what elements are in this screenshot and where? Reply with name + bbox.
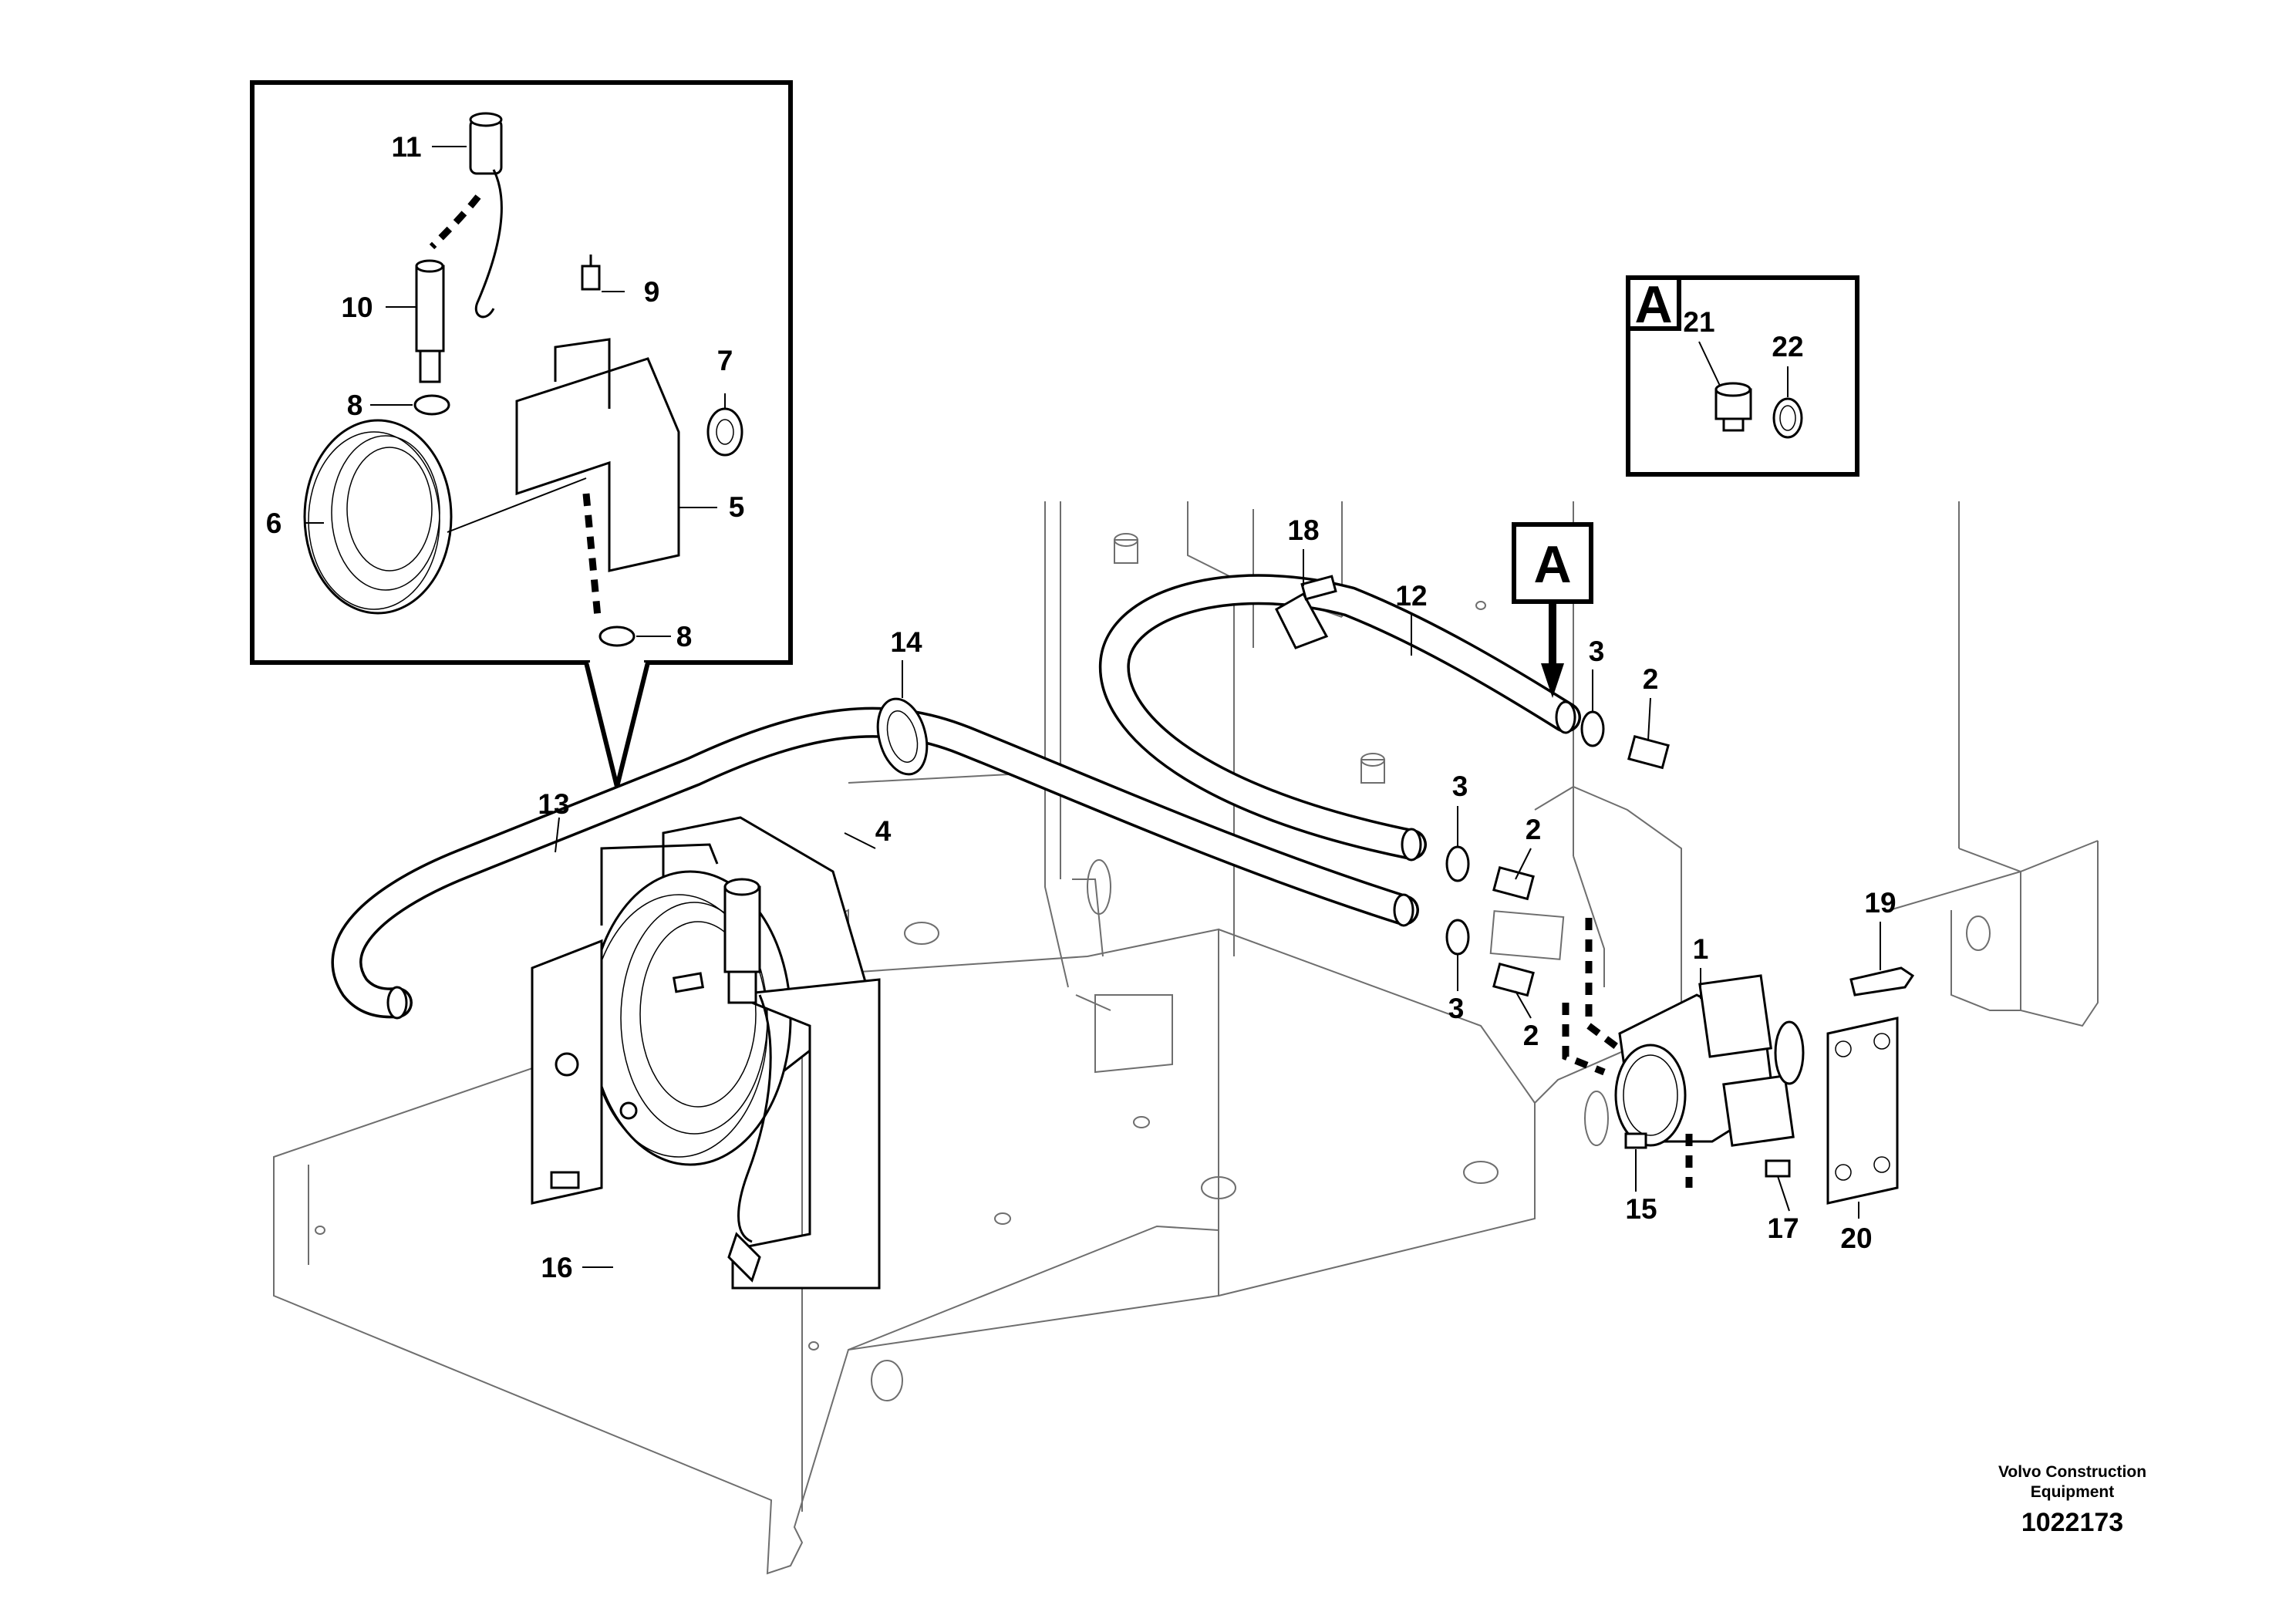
callout-20: 20 [1840,1222,1872,1254]
callout-11: 11 [391,131,421,163]
inset-detail-box [250,80,793,787]
callout-21: 21 [1683,306,1714,338]
company-name-line2: Equipment [2031,1483,2115,1501]
callout-17: 17 [1767,1212,1799,1244]
drawing-number: 1022173 [2021,1508,2123,1537]
callout-15: 15 [1625,1193,1657,1225]
callout-19: 19 [1864,887,1896,919]
solenoid-pump [1445,710,1915,1205]
callout-9: 9 [644,276,660,308]
callout-7: 7 [717,345,733,376]
section-marker-a-letter: A [1533,535,1571,594]
callout-5: 5 [729,491,745,523]
callout-6: 6 [266,508,282,539]
callout-3-low: 3 [1448,993,1465,1024]
callout-8-lower: 8 [676,621,693,653]
callout-13: 13 [538,788,569,820]
callout-4: 4 [875,815,892,847]
section-marker-a [1512,522,1593,698]
callout-3-mid-label: 3 [1452,771,1468,802]
callout-labels: 11 10 9 7 8 6 5 8 21 22 13 4 14 18 12 3 … [266,131,1896,1283]
callout-2-top-label: 2 [1643,663,1659,695]
hoses [331,574,1581,1020]
machine-frame [273,501,2099,1575]
callout-8-upper: 8 [347,389,363,421]
callout-16: 16 [541,1252,572,1283]
callout-1: 1 [1693,933,1709,965]
heater-assembly [531,816,881,1290]
detail-box-a-letter: A [1634,275,1672,334]
callout-2-mid: 2 [1526,814,1542,845]
callout-22: 22 [1772,331,1803,363]
callout-2-low: 2 [1523,1020,1539,1051]
footer-credit: Volvo Construction Equipment 1022173 [1998,1463,2146,1537]
company-name-line1: Volvo Construction [1998,1463,2146,1481]
callout-10: 10 [341,292,373,323]
callout-12: 12 [1395,580,1427,612]
callout-18: 18 [1287,514,1319,546]
leader-lines [305,146,1881,1268]
callout-3-top-label: 3 [1589,636,1605,667]
callout-14: 14 [890,626,922,658]
detail-box-a [1626,275,1859,477]
